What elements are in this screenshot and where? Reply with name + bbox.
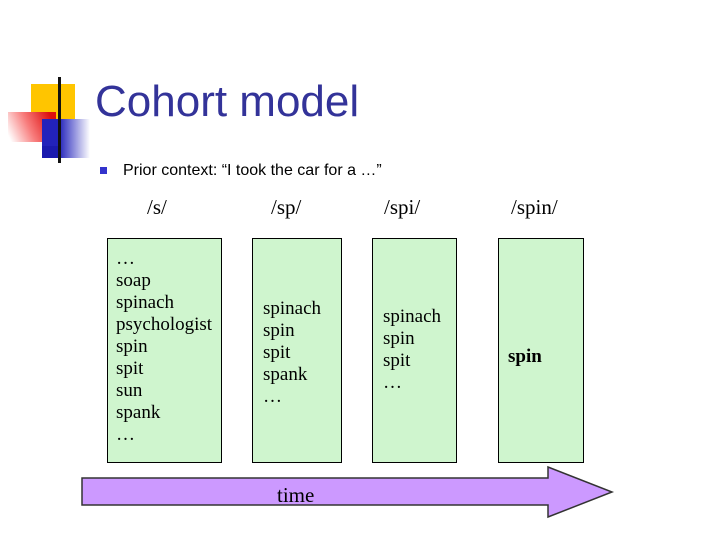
word-item: …: [116, 248, 135, 269]
word-item: spin: [508, 346, 542, 367]
phoneme-label-spin: /spin/: [511, 195, 558, 219]
word-item: spit: [263, 342, 291, 363]
phoneme-label-s: /s/: [147, 195, 167, 219]
word-item: spit: [116, 358, 144, 379]
word-item: spinach: [263, 298, 322, 319]
time-arrow: [81, 465, 615, 519]
word-item: …: [383, 372, 402, 393]
word-item: …: [116, 424, 135, 445]
decoration-vertical-line: [58, 77, 61, 163]
cohort-box-sp: spinach spin spit spank …: [252, 238, 342, 463]
word-item: spin: [116, 336, 148, 357]
cohort-box-spi: spinach spin spit …: [372, 238, 457, 463]
word-item: spank: [116, 402, 161, 423]
word-item: spit: [383, 350, 411, 371]
prior-context-text: Prior context: “I took the car for a …”: [123, 162, 382, 179]
word-item: spank: [263, 364, 308, 385]
time-label: time: [277, 483, 315, 507]
cohort-box-s: … soap spinach psychologist spin spit su…: [107, 238, 222, 463]
word-item: spin: [263, 320, 295, 341]
word-item: spin: [383, 328, 415, 349]
word-item: spinach: [383, 306, 442, 327]
word-item: …: [263, 386, 282, 407]
phoneme-label-spi: /spi/: [384, 195, 421, 219]
cohort-box-spin: spin: [498, 238, 584, 463]
word-item: spinach: [116, 292, 175, 313]
word-item: soap: [116, 270, 151, 291]
word-item: psychologist: [116, 314, 213, 335]
decoration-dark-blue-square: [42, 146, 61, 158]
phoneme-label-sp: /sp/: [271, 195, 302, 219]
word-item: sun: [116, 380, 143, 401]
bullet-square-icon: [100, 167, 107, 174]
slide-title: Cohort model: [95, 77, 360, 126]
